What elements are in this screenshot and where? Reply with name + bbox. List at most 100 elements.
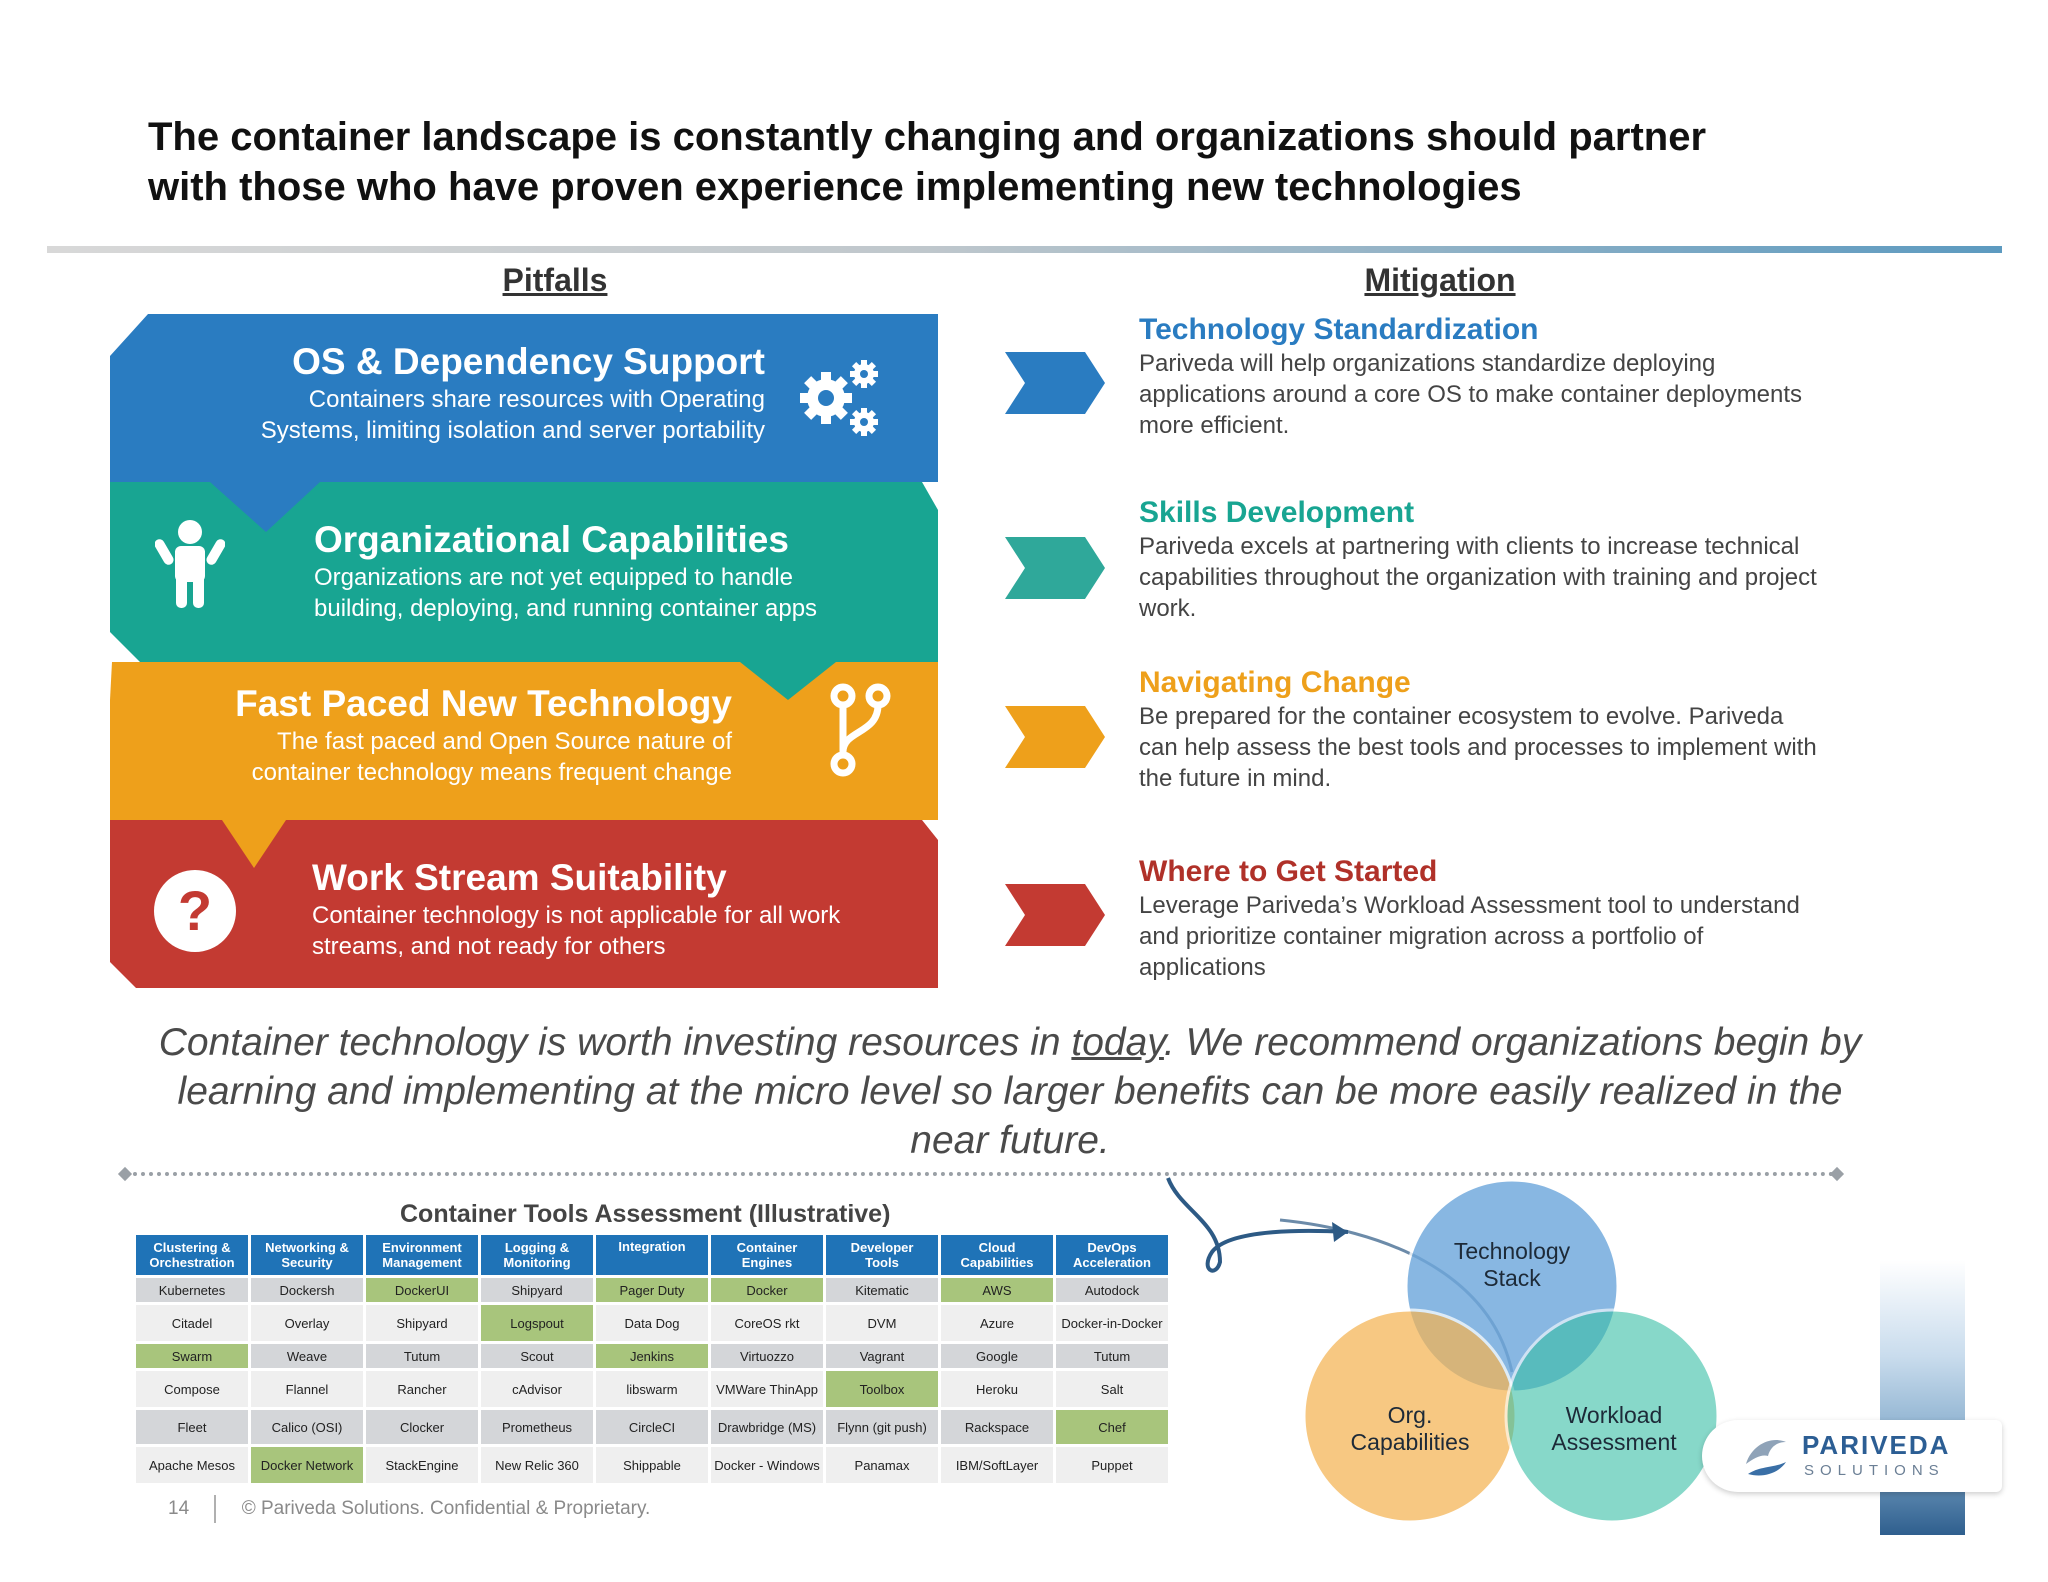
pitfall-desc-line1: The fast paced and Open Source nature of bbox=[277, 728, 732, 755]
band-teal bbox=[110, 482, 938, 662]
table-cell: Autodock bbox=[1056, 1278, 1168, 1302]
page-title: The container landscape is constantly ch… bbox=[148, 112, 1848, 212]
table-row: Kubernetes Dockersh DockerUI Shipyard Pa… bbox=[136, 1278, 1168, 1302]
mitigation-skills-development: Skills Development Pariveda excels at pa… bbox=[1139, 495, 1909, 624]
venn-label-line: Workload bbox=[1565, 1402, 1663, 1428]
venn-label-line: Org. bbox=[1387, 1402, 1433, 1428]
table-row: Compose Flannel Rancher cAdvisor libswar… bbox=[136, 1371, 1168, 1407]
venn-label-line: Technology bbox=[1453, 1238, 1571, 1264]
table-cell: Docker bbox=[711, 1278, 823, 1302]
mitigation-line: can help assess the best tools and proce… bbox=[1139, 734, 1817, 761]
pointer-arrow-icon bbox=[1166, 1177, 1349, 1273]
mitigation-title: Where to Get Started bbox=[1139, 855, 1438, 888]
column-header: Clustering &Orchestration bbox=[136, 1235, 248, 1275]
divider-diamond-right bbox=[1829, 1166, 1845, 1182]
table-cell: Compose bbox=[136, 1371, 248, 1407]
arrow-orange-icon bbox=[1005, 706, 1105, 768]
table-cell: Heroku bbox=[941, 1371, 1053, 1407]
table-cell: Chef bbox=[1056, 1410, 1168, 1444]
quote-part-2: . We recommend organizations begin by le… bbox=[177, 1021, 1862, 1162]
table-cell: Shippable bbox=[596, 1447, 708, 1483]
table-row: Swarm Weave Tutum Scout Jenkins Virtuozz… bbox=[136, 1344, 1168, 1368]
svg-text:?: ? bbox=[178, 879, 212, 942]
footer: 14 © Pariveda Solutions. Confidential & … bbox=[168, 1495, 650, 1523]
table-cell: Prometheus bbox=[481, 1410, 593, 1444]
mitigation-line: Pariveda will help organizations standar… bbox=[1139, 350, 1716, 377]
table-cell: Salt bbox=[1056, 1371, 1168, 1407]
arrow-teal-icon bbox=[1005, 537, 1105, 599]
table-cell: Vagrant bbox=[826, 1344, 938, 1368]
table-cell: Shipyard bbox=[481, 1278, 593, 1302]
mitigation-line: more efficient. bbox=[1139, 412, 1290, 439]
divider-diamond-left bbox=[117, 1166, 133, 1182]
pitfall-org-capabilities: Organizational Capabilities Organization… bbox=[314, 518, 874, 624]
mitigation-line: the future in mind. bbox=[1139, 765, 1332, 792]
table-cell: CircleCI bbox=[596, 1410, 708, 1444]
table-cell: Puppet bbox=[1056, 1447, 1168, 1483]
table-cell: Toolbox bbox=[826, 1371, 938, 1407]
page-number: 14 bbox=[168, 1498, 190, 1520]
band-orange-tab bbox=[222, 820, 286, 868]
band-blue bbox=[110, 314, 938, 482]
dotted-divider bbox=[125, 1172, 1835, 1176]
table-cell: AWS bbox=[941, 1278, 1053, 1302]
table-cell: Docker Network bbox=[251, 1447, 363, 1483]
mitigation-line: capabilities throughout the organization… bbox=[1139, 564, 1817, 591]
pitfall-os-dependency: OS & Dependency Support Containers share… bbox=[200, 340, 765, 446]
pitfall-desc-line1: Containers share resources with Operatin… bbox=[308, 386, 765, 413]
title-line-2: with those who have proven experience im… bbox=[148, 165, 1522, 209]
table-cell: Azure bbox=[941, 1305, 1053, 1341]
pitfall-desc-line2: streams, and not ready for others bbox=[312, 933, 666, 960]
pointer-arrowhead-icon bbox=[1332, 1222, 1348, 1242]
question-icon: ? bbox=[154, 870, 236, 952]
table-cell: Tutum bbox=[1056, 1344, 1168, 1368]
venn-label-line: Assessment bbox=[1551, 1429, 1677, 1455]
column-header: Logging &Monitoring bbox=[481, 1235, 593, 1275]
table-cell: Citadel bbox=[136, 1305, 248, 1341]
mitigation-where-to-start: Where to Get Started Leverage Pariveda’s… bbox=[1139, 854, 1909, 983]
mitigation-heading: Mitigation bbox=[1364, 262, 1516, 298]
table-cell: DockerUI bbox=[366, 1278, 478, 1302]
mitigation-line: applications around a core OS to make co… bbox=[1139, 381, 1803, 408]
logo-name: PARIVEDA bbox=[1802, 1430, 1951, 1460]
arrow-red-icon bbox=[1005, 884, 1105, 946]
table-cell: Shipyard bbox=[366, 1305, 478, 1341]
footer-divider bbox=[214, 1495, 217, 1523]
table-cell: Scout bbox=[481, 1344, 593, 1368]
mitigation-line: work. bbox=[1139, 595, 1197, 622]
table-cell: CoreOS rkt bbox=[711, 1305, 823, 1341]
band-red bbox=[110, 820, 938, 988]
pitfall-work-stream: Work Stream Suitability Container techno… bbox=[312, 856, 932, 962]
table-cell: Docker-in-Docker bbox=[1056, 1305, 1168, 1341]
band-blue-tab bbox=[210, 482, 320, 532]
table-row: Fleet Calico (OSI) Clocker Prometheus Ci… bbox=[136, 1410, 1168, 1444]
band-teal-tab bbox=[740, 662, 836, 700]
decorative-gradient-strip bbox=[1880, 1260, 1965, 1535]
table-cell: Flannel bbox=[251, 1371, 363, 1407]
table-cell: Weave bbox=[251, 1344, 363, 1368]
venn-label-technology-stack: Technology Stack bbox=[1430, 1238, 1594, 1292]
mitigation-title: Skills Development bbox=[1139, 496, 1415, 529]
table-cell: Kitematic bbox=[826, 1278, 938, 1302]
table-cell: Logspout bbox=[481, 1305, 593, 1341]
title-line-1: The container landscape is constantly ch… bbox=[148, 115, 1707, 159]
table-cell: Apache Mesos bbox=[136, 1447, 248, 1483]
pitfall-title: Organizational Capabilities bbox=[314, 519, 789, 560]
band-orange bbox=[110, 662, 938, 820]
table-cell: Rancher bbox=[366, 1371, 478, 1407]
venn-diagram bbox=[1166, 1177, 1720, 1524]
person-icon bbox=[155, 520, 225, 608]
table-cell: Swarm bbox=[136, 1344, 248, 1368]
table-cell: libswarm bbox=[596, 1371, 708, 1407]
venn-label-org-capabilities: Org. Capabilities bbox=[1328, 1402, 1492, 1456]
table-cell: IBM/SoftLayer bbox=[941, 1447, 1053, 1483]
pitfalls-heading: Pitfalls bbox=[502, 262, 608, 298]
table-cell: VMWare ThinApp bbox=[711, 1371, 823, 1407]
table-cell: Jenkins bbox=[596, 1344, 708, 1368]
table-cell: Pager Duty bbox=[596, 1278, 708, 1302]
table-cell: cAdvisor bbox=[481, 1371, 593, 1407]
quote-emphasis: today bbox=[1071, 1021, 1164, 1064]
pitfall-desc-line1: Organizations are not yet equipped to ha… bbox=[314, 564, 794, 591]
